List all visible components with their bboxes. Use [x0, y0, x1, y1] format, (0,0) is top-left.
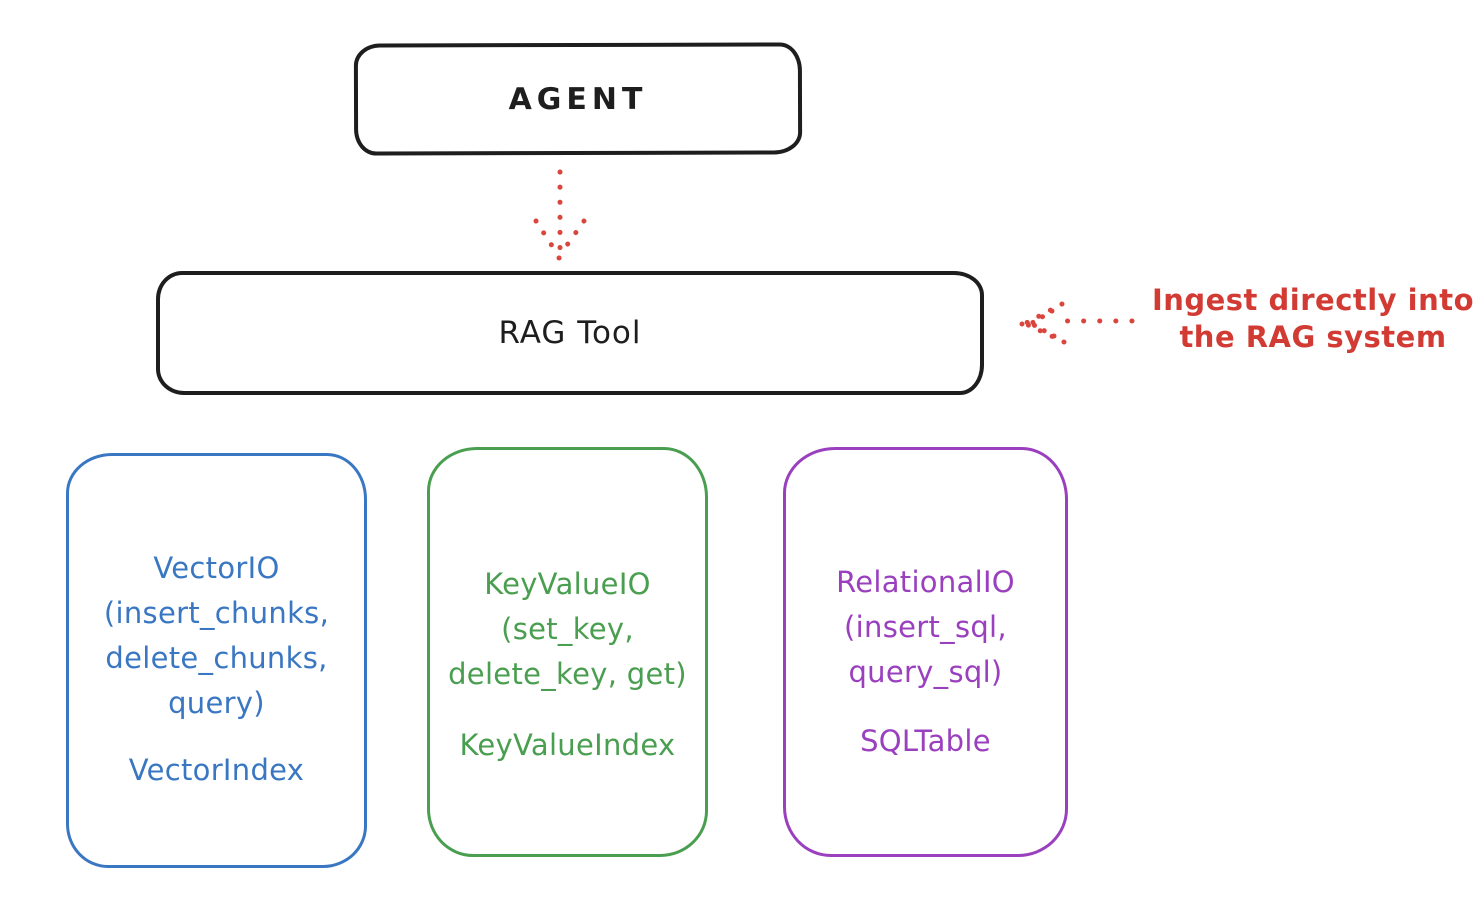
card-relational-io-body: RelationalIO (insert_sql, query_sql)	[786, 560, 1065, 695]
card-relational-io-footer: SQLTable	[860, 724, 991, 758]
agent-box: AGENT	[353, 42, 803, 156]
annotation-text: Ingest directly into the RAG system	[1140, 282, 1484, 356]
card-keyvalue-io-footer: KeyValueIndex	[459, 728, 676, 762]
card-line: query_sql)	[848, 655, 1003, 689]
card-line: RelationalIO	[836, 565, 1015, 599]
agent-label: AGENT	[508, 81, 648, 117]
card-vector-io-footer: VectorIndex	[128, 753, 305, 787]
annotation-line-2: the RAG system	[1179, 320, 1447, 354]
rag-tool-label: RAG Tool	[498, 315, 642, 351]
card-vector-io: VectorIO (insert_chunks, delete_chunks, …	[66, 453, 367, 868]
card-keyvalue-io-body: KeyValueIO (set_key, delete_key, get)	[430, 562, 705, 697]
card-line: (insert_sql,	[844, 610, 1007, 644]
card-keyvalue-io: KeyValueIO (set_key, delete_key, get) Ke…	[427, 447, 708, 857]
annotation-line-1: Ingest directly into	[1151, 283, 1475, 317]
card-line: VectorIO	[153, 551, 280, 585]
dotted-down-arrow-icon	[533, 169, 587, 261]
card-line: query)	[168, 686, 265, 720]
card-line: (set_key,	[501, 612, 634, 646]
dotted-left-arrow-icon	[1019, 301, 1135, 345]
card-line: delete_key, get)	[448, 657, 687, 691]
card-line: delete_chunks,	[105, 641, 328, 675]
rag-tool-box: RAG Tool	[156, 271, 984, 395]
card-line: (insert_chunks,	[103, 596, 330, 630]
card-relational-io: RelationalIO (insert_sql, query_sql) SQL…	[783, 447, 1068, 857]
card-vector-io-body: VectorIO (insert_chunks, delete_chunks, …	[69, 546, 364, 726]
card-line: KeyValueIO	[484, 567, 651, 601]
